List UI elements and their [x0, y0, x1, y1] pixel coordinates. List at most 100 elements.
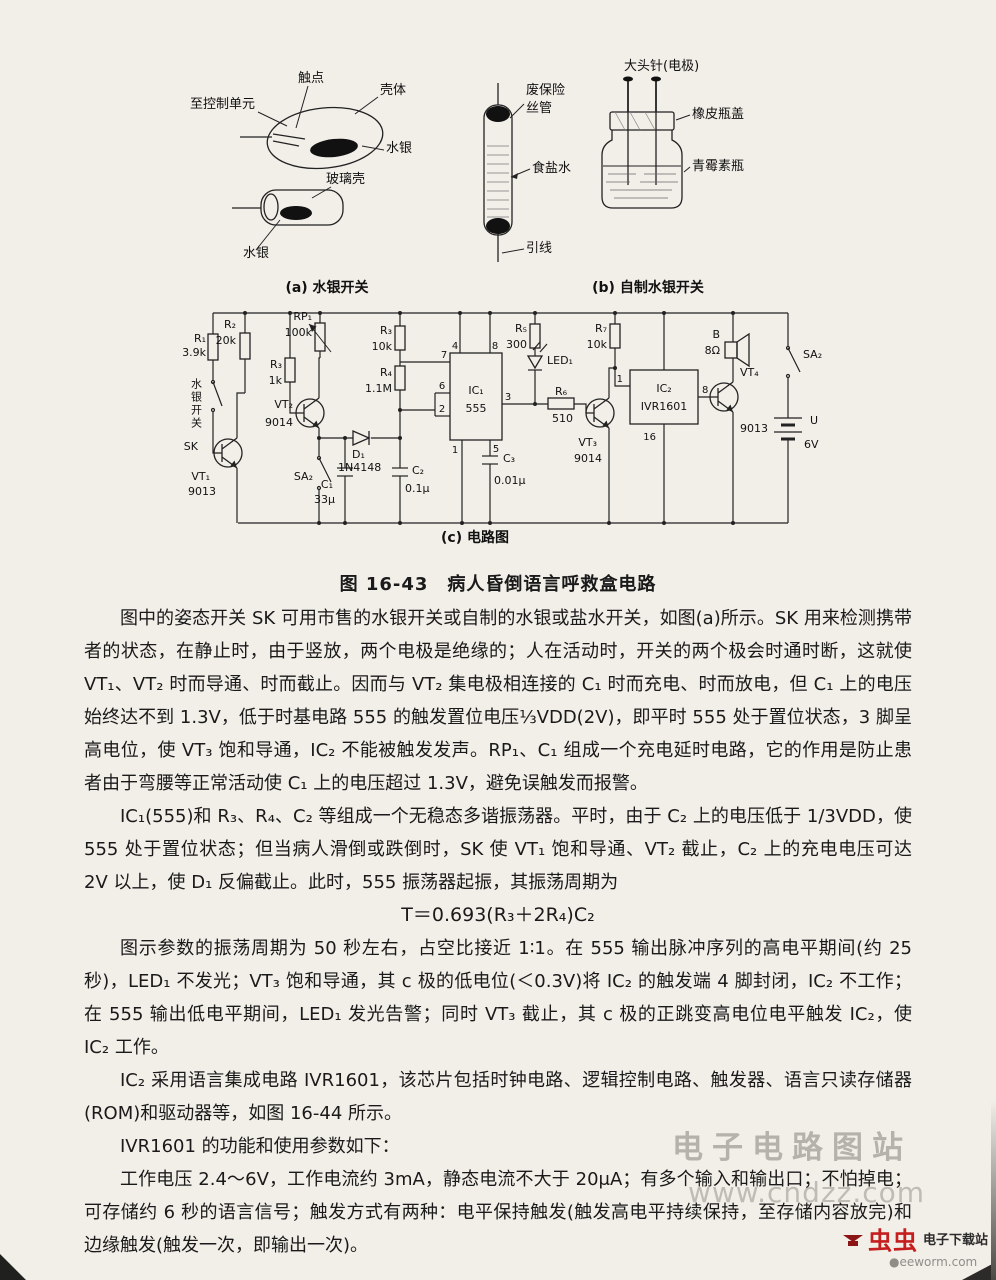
- logo-label: 电子下载站: [923, 1233, 989, 1249]
- r7-label: R₇: [595, 322, 607, 335]
- resistor-r6: [547, 397, 575, 410]
- d1-label: D₁: [352, 448, 365, 461]
- ic2-label: IC₂: [656, 382, 671, 395]
- mercury-switch-label: 水银开关: [190, 378, 203, 430]
- fuse-tube-illustration: 废保险 丝管 食盐水 引线: [483, 82, 571, 262]
- scan-corner-shadow-right: [962, 1262, 996, 1280]
- watermark-site-name: 电子电路图站: [672, 1130, 912, 1166]
- pin-4: 4: [452, 341, 458, 352]
- rp1-value: 100k: [285, 326, 313, 339]
- r6-label: R₆: [555, 385, 568, 398]
- penicillin-bottle-label: 青霉素瓶: [692, 159, 744, 174]
- resistor-r3b: [394, 325, 406, 351]
- ic2-pin-16: 16: [643, 432, 656, 443]
- vt4-label: VT₄: [740, 366, 759, 379]
- pin-2: 2: [439, 404, 445, 415]
- ic2-ivr1601-box: [629, 369, 699, 425]
- salt-water-label: 食盐水: [532, 160, 571, 176]
- battery-label: U: [810, 414, 818, 427]
- vt3-label: VT₃: [578, 436, 597, 449]
- sa2b-label: SA₂: [803, 348, 822, 361]
- caption-a: (a) 水银开关: [285, 279, 368, 296]
- caption-c: (c) 电路图: [441, 529, 509, 546]
- c3-value: 0.01μ: [494, 474, 526, 487]
- r3b-label: R₃: [380, 324, 392, 337]
- paragraph-2: IC₁(555)和 R₃、R₄、C₂ 等组成一个无稳态多谐振荡器。平时，由于 C…: [84, 806, 912, 893]
- ic2-pin-1: 1: [617, 374, 623, 385]
- jar-switch-b: 大头针(电极) 橡皮瓶盖 青霉素瓶 (b) 自制水银开关: [592, 59, 744, 296]
- pin-6: 6: [439, 381, 445, 392]
- ic1-555-box: [449, 352, 503, 441]
- scan-edge-shadow: [991, 1100, 996, 1280]
- glass-shell-label: 玻璃壳: [326, 172, 365, 187]
- potentiometer-rp1: [314, 322, 326, 352]
- rubber-cap-label: 橡皮瓶盖: [692, 107, 744, 122]
- vt1-value: 9013: [188, 485, 216, 498]
- mercury-switch-a: 至控制单元 触点 壳体 水银 玻璃壳 水银 (a) 水银开关: [190, 71, 412, 296]
- component-symbols: [207, 322, 750, 469]
- r5-label: R₅: [515, 322, 527, 335]
- r3a-label: R₃: [270, 358, 282, 371]
- c2-label: C₂: [412, 464, 424, 477]
- vt2-label: VT₂: [274, 398, 293, 411]
- d1-value: 1N4148: [338, 461, 381, 474]
- r7-value: 10k: [587, 338, 608, 351]
- speaker-horn: [736, 332, 750, 368]
- mercury-blob: [310, 138, 358, 158]
- fuse-tube-label-2: 丝管: [526, 101, 552, 116]
- ic2-pin-8: 8: [702, 385, 708, 396]
- paragraph-1: 图中的姿态开关 SK 可用市售的水银开关或自制的水银或盐水开关，如图(a)所示。…: [84, 608, 912, 794]
- led-d1: [526, 355, 544, 370]
- oscillation-formula: T＝0.693(R₃＋2R₄)C₂: [401, 904, 595, 926]
- paragraph-4: IC₂ 采用语言集成电路 IVR1601，该芯片包括时钟电路、逻辑控制电路、触发…: [84, 1070, 912, 1124]
- to-control-unit-label: 至控制单元: [190, 97, 255, 112]
- sk-label: SK: [184, 440, 199, 453]
- resistor-r2: [239, 332, 251, 360]
- vt1-label: VT₁: [191, 470, 210, 483]
- speaker-magnet: [724, 341, 738, 359]
- c1-label: C₁: [321, 478, 333, 491]
- vt2-value: 9014: [265, 416, 293, 429]
- mercury-label-2: 水银: [243, 246, 269, 261]
- salt-water-hatch: [487, 145, 509, 218]
- r5-value: 300: [506, 338, 527, 351]
- r4-value: 1.1M: [365, 382, 392, 395]
- logo-text: 虫虫: [868, 1227, 918, 1255]
- led1-label: LED₁: [547, 354, 573, 367]
- r2-value: 20k: [216, 334, 237, 347]
- article-body: 图中的姿态开关 SK 可用市售的水银开关或自制的水银或盐水开关，如图(a)所示。…: [84, 602, 912, 1262]
- ic1-value: 555: [466, 402, 487, 415]
- pin-3: 3: [505, 392, 511, 403]
- component-labels: R₁ 3.9k 水银开关 SK VT₁ 9013 R₂ 20k RP₁ 100k…: [182, 310, 822, 546]
- junction-dots: [243, 311, 735, 525]
- diode-d1: [352, 430, 371, 446]
- circuit-diagram: R₁ 3.9k 水银开关 SK VT₁ 9013 R₂ 20k RP₁ 100k…: [182, 310, 822, 546]
- speaker-value: 8Ω: [705, 344, 720, 357]
- c3-label: C₃: [503, 452, 515, 465]
- sa2a-label: SA₂: [294, 470, 313, 483]
- pin-5: 5: [493, 444, 499, 455]
- paragraph-5: IVR1601 的功能和使用参数如下：: [120, 1136, 400, 1157]
- rp1-label: RP₁: [293, 310, 312, 323]
- mercury-label: 水银: [386, 141, 412, 156]
- eeworm-logo: 虫虫 电子下载站 ●eeworm.com: [843, 1228, 988, 1270]
- ic1-label: IC₁: [468, 384, 483, 397]
- logo-url: ●eeworm.com: [889, 1255, 978, 1270]
- paragraph-3: 图示参数的振荡周期为 50 秒左右，占空比接近 1∶1。在 555 输出脉冲序列…: [84, 938, 912, 1058]
- c2-value: 0.1μ: [405, 482, 430, 495]
- graduation-cap-icon: [843, 1234, 863, 1248]
- lead-wire-label: 引线: [526, 241, 552, 256]
- mercury-blob-2: [280, 206, 312, 220]
- ic2-value: IVR1601: [641, 400, 687, 413]
- resistor-r1: [207, 333, 219, 361]
- pin-7: 7: [441, 350, 447, 361]
- pin-electrode-label: 大头针(电极): [624, 59, 699, 74]
- resistor-r3a: [284, 357, 296, 383]
- speaker-label: B: [712, 328, 720, 341]
- r3a-value: 1k: [269, 374, 283, 387]
- r6-value: 510: [552, 412, 573, 425]
- resistor-r7: [609, 323, 621, 349]
- vt4-value: 9013: [740, 422, 768, 435]
- vt3-value: 9014: [574, 452, 602, 465]
